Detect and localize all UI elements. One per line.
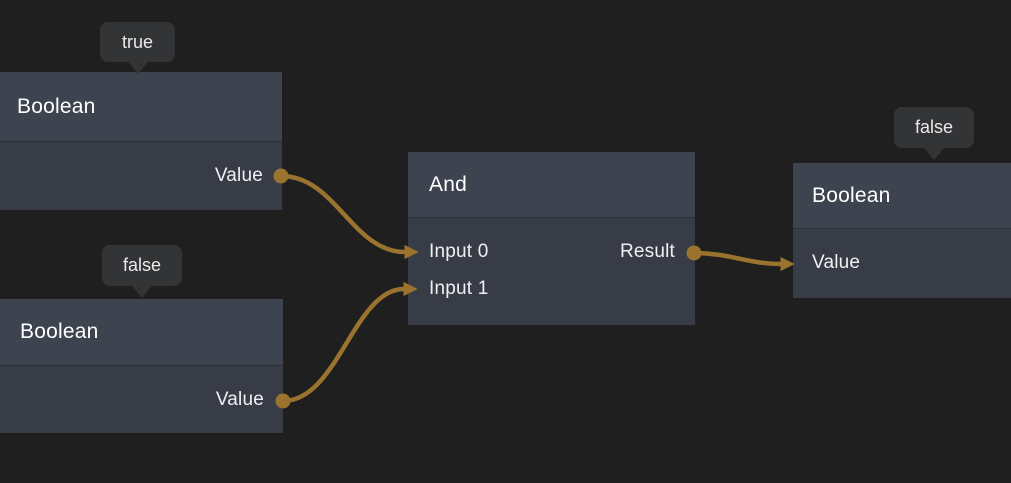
node-and[interactable]: And Input 0 Input 1 Result — [408, 152, 695, 325]
wire-and-result-to-boolean3-value[interactable] — [691, 250, 795, 272]
value-tooltip-boolean3: false — [894, 107, 974, 160]
wire-boolean1-value-to-and-input0[interactable] — [278, 173, 419, 260]
node-boolean-2[interactable]: Boolean Value — [0, 299, 283, 433]
value-tooltip-boolean1: true — [100, 22, 175, 74]
value-tooltip-boolean2: false — [102, 245, 182, 298]
value-tooltip-text: true — [121, 31, 154, 52]
input-port-label-input0: Input 0 — [429, 241, 489, 262]
value-tooltip-text: false — [914, 117, 954, 137]
output-port-label-result: Result — [619, 241, 675, 262]
node-header[interactable]: Boolean — [793, 163, 1011, 229]
node-header[interactable]: And — [408, 152, 695, 218]
node-header[interactable]: Boolean — [0, 299, 283, 366]
node-title: And — [429, 172, 467, 196]
node-boolean-1[interactable]: Boolean Value — [0, 72, 282, 210]
node-header[interactable]: Boolean — [0, 72, 282, 142]
wire-boolean2-value-to-and-input1[interactable] — [280, 281, 418, 404]
node-title: Boolean — [812, 183, 891, 207]
value-tooltip-text: false — [122, 255, 162, 275]
node-title: Boolean — [17, 94, 96, 118]
node-boolean-3[interactable]: Boolean Value — [793, 163, 1011, 298]
node-title: Boolean — [20, 320, 99, 343]
output-port-label-value: Value — [214, 165, 263, 186]
input-port-label-value: Value — [812, 252, 861, 273]
output-port-label-value: Value — [215, 389, 264, 410]
input-port-label-input1: Input 1 — [429, 278, 489, 299]
